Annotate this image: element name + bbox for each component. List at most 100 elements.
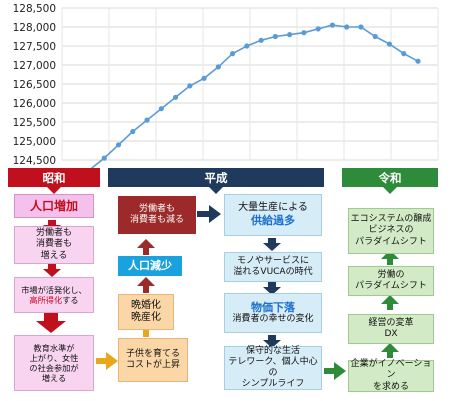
y-axis-tick-labels: 128,500 128,000 127,500 127,000 126,500 126,0…	[13, 3, 56, 167]
data-point	[344, 24, 350, 30]
rodosha-line-3: 増える	[40, 250, 68, 261]
y-tick-label: 126,000	[13, 98, 56, 110]
bukka-line-1: 物価下落	[251, 300, 295, 314]
y-tick-label: 128,500	[13, 3, 56, 15]
bukka-line-2: 消費者の幸せの変化	[232, 314, 314, 325]
data-point	[386, 41, 393, 47]
keiei-line-2: DX	[384, 329, 398, 339]
box-rodosha-shohisha: 労働者も 消費者も 増える	[14, 226, 94, 264]
y-tick-label: 126,500	[13, 79, 56, 91]
arrow-to-kosodate	[96, 352, 118, 370]
box-mono: モノやサービスに 溢れるVUCAの時代	[224, 252, 322, 282]
y-tick-label: 127,500	[13, 41, 56, 53]
arrow-reiwa-2	[381, 295, 399, 310]
y-tick-label: 125,500	[13, 117, 56, 129]
kigyo-line-1: 企業がイノベーション	[350, 359, 432, 381]
kyoiku-line-2: 上がり、女性	[29, 352, 79, 363]
data-point	[372, 33, 378, 40]
rodo-line-1: 労働の	[377, 269, 405, 280]
keiei-line-1: 経営の変革	[368, 317, 414, 328]
shijo-highlight: 高所得化	[29, 295, 63, 305]
box-jinko-zoka: 人口増加	[14, 194, 94, 218]
data-point	[401, 51, 407, 57]
data-point	[287, 31, 293, 38]
hoshu-line-1: 保守的な生活	[245, 345, 300, 356]
taryo-line-1: 大量生産による	[238, 201, 308, 213]
data-point	[258, 37, 264, 43]
data-point	[187, 83, 193, 89]
box-bukka: 物価下落 消費者の幸せの変化	[224, 293, 322, 333]
arrow-to-kigyo	[324, 362, 346, 380]
box-kyoiku: 教育水準が 上がり、女性 の社会参加が 増える	[14, 335, 94, 391]
data-point	[201, 75, 207, 81]
data-point	[358, 24, 364, 30]
data-point	[172, 94, 179, 100]
box-rodosha-gensho: 労働者も 消費者も減る	[118, 196, 196, 234]
taryo-line-2: 供給過多	[251, 214, 295, 228]
box-bankon: 晩婚化 晩産化	[118, 294, 174, 330]
data-point	[215, 64, 221, 70]
mono-line-1: モノやサービスに	[236, 255, 309, 266]
y-tick-label: 127,000	[13, 60, 56, 72]
box-keiei: 経営の変革 DX	[348, 314, 434, 344]
jinko-gensho-text: 人口減少	[128, 259, 172, 273]
arrow-up-rodosha	[137, 239, 155, 255]
era-reiwa: 令和	[342, 168, 438, 194]
data-point	[272, 33, 278, 40]
y-tick-label: 125,000	[13, 136, 56, 148]
data-point	[301, 30, 307, 36]
arrow-showa-3	[36, 313, 66, 333]
box-rodo: 労働の パラダイムシフト	[348, 266, 434, 296]
kosodate-line-2: コストが上昇	[125, 360, 180, 370]
rodosha-line-1: 労働者も	[35, 228, 72, 239]
data-point	[415, 58, 421, 64]
data-point	[101, 155, 107, 161]
box-shijo: 市場が活発化し、 高所得化する	[14, 277, 94, 313]
era-heisei: 平成	[108, 168, 324, 194]
jinko-zoka-text: 人口増加	[29, 198, 78, 213]
kigyo-line-2: を求める	[372, 381, 409, 392]
population-line-chart: 128,500 128,000 127,500 127,000 126,500 126,0…	[13, 3, 439, 170]
y-tick-label: 128,000	[13, 22, 56, 34]
arrow-up-gensho	[137, 277, 155, 293]
bankon-line-2: 晩産化	[131, 312, 161, 323]
data-point	[315, 26, 321, 32]
box-kosodate: 子供を育てる コストが上昇	[118, 338, 188, 382]
mono-line-2: 溢れるVUCAの時代	[233, 267, 313, 277]
data-point	[115, 142, 122, 148]
shijo-line-2: 高所得化する	[29, 295, 78, 305]
data-point	[130, 128, 136, 135]
population-series-line	[89, 24, 419, 170]
data-point	[144, 117, 150, 123]
box-kigyo: 企業がイノベーション を求める	[348, 359, 434, 392]
hoshu-line-2: テレワーク、個人中心の	[228, 356, 318, 378]
arrow-to-taryo	[197, 205, 221, 223]
kyoiku-line-3: の社会参加が	[29, 363, 79, 373]
rodosha-line-2: 消費者も	[35, 239, 72, 250]
gensho-line-1: 労働者も	[138, 203, 175, 214]
data-point	[158, 106, 164, 112]
hoshu-line-3: シンプルライフ	[241, 379, 305, 390]
gensho-line-2: 消費者も減る	[129, 215, 184, 225]
shijo-line-1: 市場が活発化し、	[21, 284, 87, 295]
kosodate-line-1: 子供を育てる	[125, 348, 180, 359]
arrow-heisei-1	[263, 238, 281, 251]
arrow-showa-2	[43, 264, 61, 277]
data-point	[244, 43, 250, 49]
era-showa: 昭和	[8, 168, 100, 194]
box-eco: エコシステムの醸成 ビジネスの パラダイムシフト	[348, 208, 434, 254]
eco-line-3: パラダイムシフト	[355, 236, 427, 247]
eco-line-1: エコシステムの醸成	[350, 214, 432, 225]
arrow-reiwa-1	[381, 343, 399, 358]
box-jinko-gensho: 人口減少	[118, 256, 182, 276]
bankon-line-1: 晩婚化	[131, 299, 161, 311]
y-tick-label: 124,500	[13, 155, 56, 167]
box-taryo: 大量生産による 供給過多	[224, 194, 322, 236]
box-hoshu: 保守的な生活 テレワーク、個人中心の シンプルライフ	[224, 346, 322, 390]
data-point	[230, 51, 236, 57]
data-point	[329, 22, 336, 28]
kyoiku-line-4: 増える	[41, 373, 67, 384]
shijo-line-2-rest: する	[62, 295, 79, 305]
rodo-line-2: パラダイムシフト	[355, 281, 427, 291]
